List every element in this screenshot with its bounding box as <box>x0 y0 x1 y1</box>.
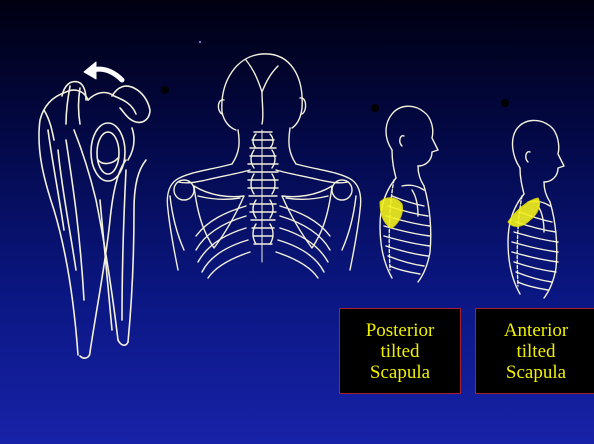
label-posterior-line2: tilted <box>340 341 460 362</box>
label-anterior-line2: tilted <box>476 341 594 362</box>
back-skeleton-drawing <box>167 54 360 278</box>
scapula-lateral-drawing <box>39 62 150 358</box>
label-posterior-tilted-scapula: Posterior tilted Scapula <box>339 308 461 394</box>
torso-side-drawing-posterior <box>380 106 438 282</box>
label-anterior-line3: Scapula <box>476 362 594 383</box>
label-posterior-line1: Posterior <box>340 320 460 341</box>
label-anterior-tilted-scapula: Anterior tilted Scapula <box>475 308 594 394</box>
scapula-highlight-posterior <box>380 198 403 228</box>
label-anterior-line1: Anterior <box>476 320 594 341</box>
label-posterior-line3: Scapula <box>340 362 460 383</box>
dot-1 <box>161 86 169 94</box>
spine-vertebrae <box>248 130 278 262</box>
dot-3 <box>501 99 509 107</box>
dot-2 <box>371 104 379 112</box>
dot-4 <box>199 41 201 43</box>
